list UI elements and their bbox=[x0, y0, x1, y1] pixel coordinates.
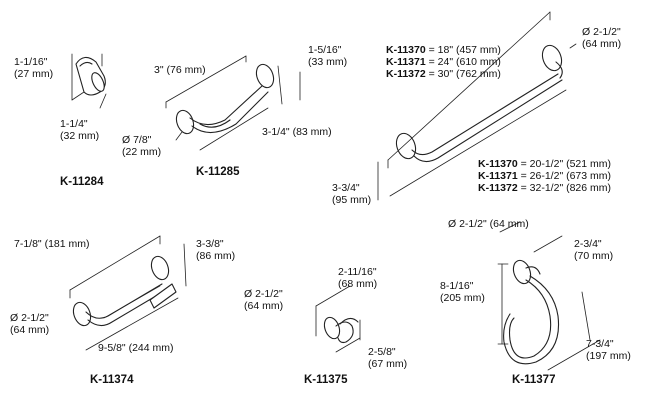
model-code: K-11370 bbox=[386, 44, 426, 56]
model-code: K-11372 bbox=[386, 68, 426, 80]
k11377-width-mm: (197 mm) bbox=[586, 350, 631, 362]
k11375-diameter-label: Ø 2-1/2" (64 mm) bbox=[244, 288, 283, 312]
k11370-length-table: K-11370 = 18" (457 mm) K-11371 = 24" (61… bbox=[386, 44, 501, 80]
k11370-diameter-label: Ø 2-1/2" (64 mm) bbox=[582, 26, 621, 50]
k11374-diameter-label: Ø 2-1/2" (64 mm) bbox=[10, 312, 49, 336]
k11372-overall-row: K-11372 = 32-1/2" (826 mm) bbox=[478, 182, 611, 194]
k11285-height-label: 1-5/16" (33 mm) bbox=[308, 44, 347, 68]
k11375-height-mm: (68 mm) bbox=[338, 278, 378, 290]
k11377-projection-in: 2-3/4" bbox=[574, 238, 602, 250]
k11375-diameter-in: Ø 2-1/2" bbox=[244, 288, 283, 300]
k11284-model: K-11284 bbox=[60, 176, 104, 188]
k11285-drawing bbox=[165, 55, 301, 151]
overall-value: = 32-1/2" (826 mm) bbox=[517, 182, 612, 194]
k11375-projection-label: 2-5/8" (67 mm) bbox=[368, 346, 407, 370]
k11285-projection-label: 3-1/4" (83 mm) bbox=[262, 126, 332, 138]
k11377-projection-mm: (70 mm) bbox=[574, 250, 614, 262]
k11285-length-label: 3" (76 mm) bbox=[154, 64, 206, 76]
k11284-width-in: 1-1/16" bbox=[14, 56, 48, 68]
k11370-overall-row: K-11370 = 20-1/2" (521 mm) bbox=[478, 158, 611, 170]
model-code: K-11371 bbox=[386, 56, 426, 68]
k11375-height-label: 2-11/16" (68 mm) bbox=[338, 266, 377, 290]
k11284-depth-mm: (32 mm) bbox=[60, 130, 100, 142]
k11377-model: K-11377 bbox=[512, 374, 556, 386]
k11377-height-in: 8-1/16" bbox=[440, 280, 474, 292]
k11370-diameter-in: Ø 2-1/2" bbox=[582, 26, 621, 38]
k11374-projection-label: 3-3/8" (86 mm) bbox=[196, 238, 235, 262]
k11375-model: K-11375 bbox=[304, 374, 348, 386]
k11284-drawing bbox=[71, 53, 107, 109]
k11285-base-in: Ø 7/8" bbox=[122, 134, 152, 146]
model-code: K-11370 bbox=[478, 158, 518, 170]
k11370-projection-label: 3-3/4" (95 mm) bbox=[332, 182, 371, 206]
length-value: = 24" (610 mm) bbox=[425, 56, 501, 68]
k11374-projection-in: 3-3/8" bbox=[196, 238, 224, 250]
k11374-diameter-in: Ø 2-1/2" bbox=[10, 312, 49, 324]
model-code: K-11371 bbox=[478, 170, 518, 182]
k11375-diameter-mm: (64 mm) bbox=[244, 300, 284, 312]
k11377-height-label: 8-1/16" (205 mm) bbox=[440, 280, 485, 304]
k11377-width-in: 7-3/4" bbox=[586, 338, 614, 350]
k11284-depth-in: 1-1/4" bbox=[60, 118, 88, 130]
k11284-width-label: 1-1/16" (27 mm) bbox=[14, 56, 53, 80]
k11377-height-mm: (205 mm) bbox=[440, 292, 485, 304]
k11285-base-label: Ø 7/8" (22 mm) bbox=[122, 134, 161, 158]
k11374-length-label: 7-1/8" (181 mm) bbox=[14, 238, 90, 250]
k11285-height-mm: (33 mm) bbox=[308, 56, 348, 68]
k11377-projection-label: 2-3/4" (70 mm) bbox=[574, 238, 613, 262]
k11374-overall-label: 9-5/8" (244 mm) bbox=[98, 342, 174, 354]
k11370-diameter-mm: (64 mm) bbox=[582, 38, 622, 50]
k11374-drawing bbox=[69, 235, 187, 351]
model-code: K-11372 bbox=[478, 182, 518, 194]
k11371-overall-row: K-11371 = 26-1/2" (673 mm) bbox=[478, 170, 611, 182]
k11370-projection-in: 3-3/4" bbox=[332, 182, 360, 194]
k11374-model: K-11374 bbox=[90, 374, 134, 386]
k11375-projection-mm: (67 mm) bbox=[368, 358, 408, 370]
k11374-projection-mm: (86 mm) bbox=[196, 250, 236, 262]
k11375-height-in: 2-11/16" bbox=[338, 266, 377, 278]
k11375-drawing bbox=[315, 285, 361, 353]
k11284-depth-label: 1-1/4" (32 mm) bbox=[60, 118, 99, 142]
k11372-length-row: K-11372 = 30" (762 mm) bbox=[386, 68, 501, 80]
length-value: = 30" (762 mm) bbox=[425, 68, 501, 80]
k11370-projection-mm: (95 mm) bbox=[332, 194, 372, 206]
k11370-length-row: K-11370 = 18" (457 mm) bbox=[386, 44, 501, 56]
length-value: = 18" (457 mm) bbox=[425, 44, 501, 56]
k11375-projection-in: 2-5/8" bbox=[368, 346, 396, 358]
k11285-model: K-11285 bbox=[196, 166, 240, 178]
overall-value: = 20-1/2" (521 mm) bbox=[517, 158, 612, 170]
k11285-base-mm: (22 mm) bbox=[122, 146, 162, 158]
k11370-drawing bbox=[377, 11, 577, 201]
k11377-drawing bbox=[497, 221, 601, 371]
k11285-height-in: 1-5/16" bbox=[308, 44, 342, 56]
k11374-diameter-mm: (64 mm) bbox=[10, 324, 50, 336]
k11377-width-label: 7-3/4" (197 mm) bbox=[586, 338, 631, 362]
k11371-length-row: K-11371 = 24" (610 mm) bbox=[386, 56, 501, 68]
k11377-diameter-label: Ø 2-1/2" (64 mm) bbox=[448, 218, 529, 230]
k11284-width-mm: (27 mm) bbox=[14, 68, 54, 80]
k11370-overall-table: K-11370 = 20-1/2" (521 mm) K-11371 = 26-… bbox=[478, 158, 611, 194]
overall-value: = 26-1/2" (673 mm) bbox=[517, 170, 612, 182]
